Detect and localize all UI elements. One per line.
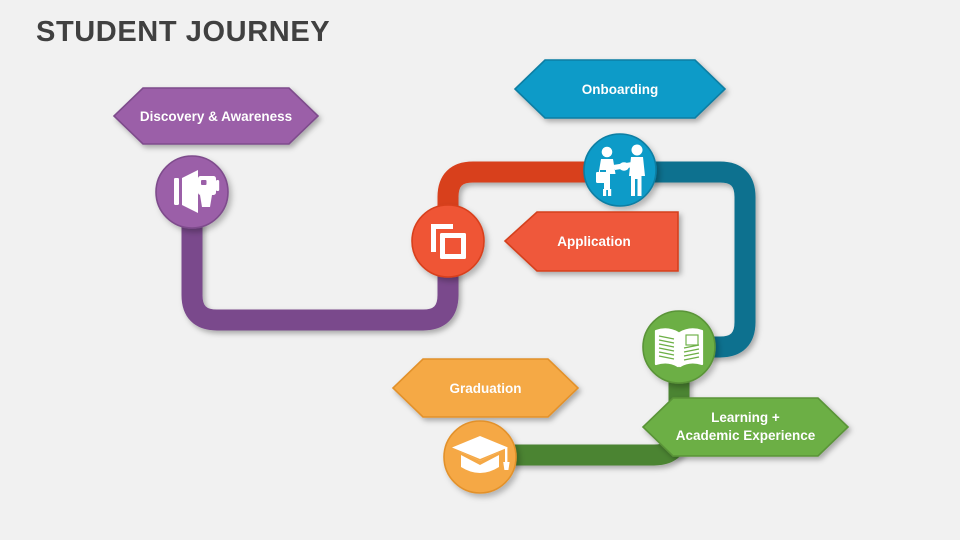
- learning-icon-badge[interactable]: [642, 310, 716, 384]
- learning-hexagon[interactable]: [641, 397, 850, 457]
- onboarding-hexagon[interactable]: [513, 59, 727, 119]
- stage-discovery-awareness[interactable]: [112, 87, 320, 229]
- discovery-hexagon[interactable]: [112, 87, 320, 145]
- graduation-cap-icon: [452, 436, 510, 473]
- graduation-hexagon[interactable]: [391, 358, 580, 418]
- onboarding-icon-circle[interactable]: [583, 133, 657, 207]
- application-icon-badge[interactable]: [411, 204, 485, 278]
- megaphone-icon: [174, 170, 220, 213]
- discovery-icon-badge[interactable]: [155, 155, 229, 229]
- application-arrow[interactable]: [503, 211, 679, 272]
- handshake-people-icon: [596, 144, 645, 196]
- page-title: STUDENT JOURNEY: [36, 16, 331, 48]
- connector-discovery-to-application: [181, 192, 459, 331]
- onboarding-icon-badge[interactable]: [583, 133, 657, 207]
- connector-onboarding-to-learning: [618, 161, 756, 358]
- stage-onboarding[interactable]: [513, 59, 727, 207]
- stage-graduation[interactable]: [391, 358, 580, 494]
- stage-application[interactable]: [411, 204, 679, 278]
- documents-copy-icon: [431, 224, 466, 259]
- open-book-icon: [654, 328, 704, 368]
- connector-application-to-onboarding: [437, 161, 620, 245]
- stage-learning-academic-experience[interactable]: [641, 310, 850, 457]
- graduation-icon-badge[interactable]: [443, 420, 517, 494]
